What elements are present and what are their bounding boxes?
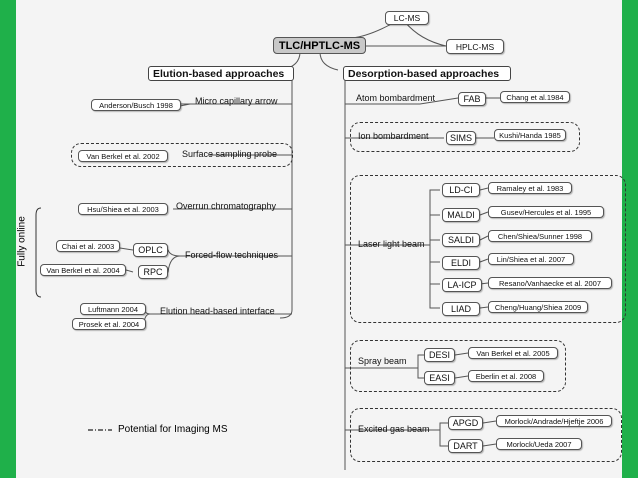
rpc-node: RPC bbox=[138, 265, 168, 279]
laser-light-beam-label: Laser light beam bbox=[358, 239, 425, 249]
laicp-node: LA-ICP bbox=[442, 278, 482, 292]
hsu-cite: Hsu/Shiea et al. 2003 bbox=[78, 203, 168, 215]
ion-bombardment-label: Ion bombardment bbox=[358, 131, 429, 141]
spray-beam-label: Spray beam bbox=[358, 356, 407, 366]
ion-imaging-group bbox=[350, 122, 580, 152]
elution-header: Elution-based approaches bbox=[148, 66, 294, 81]
liad-node: LIAD bbox=[442, 302, 480, 316]
eberlin-cite: Eberlin et al. 2008 bbox=[468, 370, 544, 382]
surface-probe-imaging-group bbox=[71, 143, 293, 167]
kushi-cite: Kushi/Handa 1985 bbox=[494, 129, 566, 141]
root-node: TLC/HPTLC-MS bbox=[273, 37, 366, 54]
vanberkel2005-cite: Van Berkel et al. 2005 bbox=[468, 347, 558, 359]
legend-label: Potential for Imaging MS bbox=[118, 424, 228, 435]
atom-bombardment-label: Atom bombardment bbox=[356, 93, 436, 103]
hplcms-node: HPLC-MS bbox=[446, 39, 504, 54]
chen-cite: Chen/Shiea/Sunner 1998 bbox=[488, 230, 592, 242]
cheng-cite: Cheng/Huang/Shiea 2009 bbox=[488, 301, 588, 313]
morlock-andrade-cite: Morlock/Andrade/Hjeftje 2006 bbox=[496, 415, 612, 427]
apgd-node: APGD bbox=[448, 416, 483, 430]
oplc-node: OPLC bbox=[133, 243, 168, 257]
chang-cite: Chang et al.1984 bbox=[500, 91, 570, 103]
vanberkel2002-cite: Van Berkel et al. 2002 bbox=[78, 150, 168, 162]
maldi-node: MALDI bbox=[442, 208, 480, 222]
forced-flow-label: Forced-flow techniques bbox=[185, 250, 279, 260]
anderson-cite: Anderson/Busch 1998 bbox=[91, 99, 181, 111]
desorption-header: Desorption-based approaches bbox=[343, 66, 511, 81]
sims-node: SIMS bbox=[446, 131, 476, 145]
overrun-label: Overrun chromatography bbox=[176, 201, 277, 211]
surface-sampling-label: Surface sampling probe bbox=[182, 149, 278, 159]
lcms-node: LC-MS bbox=[385, 11, 429, 25]
excited-gas-beam-label: Excited gas beam bbox=[358, 424, 430, 434]
ldci-node: LD-CI bbox=[442, 183, 480, 197]
eldi-node: ELDI bbox=[442, 256, 480, 270]
luftmann-cite: Luftmann 2004 bbox=[80, 303, 146, 315]
saldi-node: SALDI bbox=[442, 233, 480, 247]
desi-node: DESI bbox=[424, 348, 455, 362]
elution-head-label: Elution head-based interface bbox=[160, 306, 275, 316]
vanberkel2004-cite: Van Berkel et al. 2004 bbox=[40, 264, 126, 276]
lin-cite: Lin/Shiea et al. 2007 bbox=[488, 253, 574, 265]
laser-imaging-group bbox=[350, 175, 626, 323]
excited-imaging-group bbox=[350, 408, 622, 462]
morlock-ueda-cite: Morlock/Ueda 2007 bbox=[496, 438, 582, 450]
dart-node: DART bbox=[448, 439, 483, 453]
prosek-cite: Prosek et al. 2004 bbox=[72, 318, 146, 330]
chai-cite: Chai et al. 2003 bbox=[56, 240, 120, 252]
micro-capillary-label: Micro capillary arrow bbox=[195, 96, 278, 106]
fully-online-label: Fully online bbox=[16, 216, 28, 267]
ramaley-cite: Ramaley et al. 1983 bbox=[488, 182, 572, 194]
easi-node: EASI bbox=[424, 371, 455, 385]
fab-node: FAB bbox=[458, 92, 486, 106]
spray-imaging-group bbox=[350, 340, 566, 392]
resano-cite: Resano/Vanhaecke et al. 2007 bbox=[488, 277, 612, 289]
gusev-cite: Gusev/Hercules et al. 1995 bbox=[488, 206, 604, 218]
